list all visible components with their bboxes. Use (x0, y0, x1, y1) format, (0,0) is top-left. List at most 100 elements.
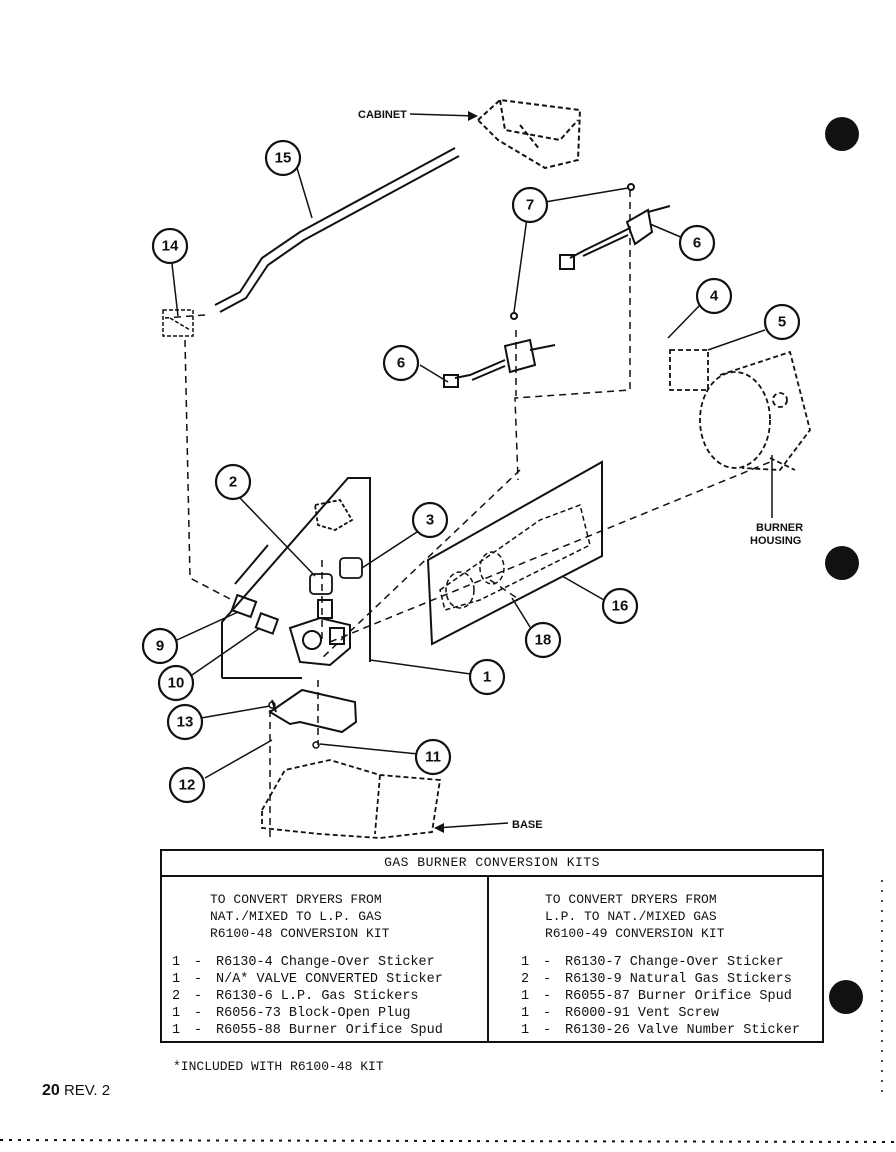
callout-18 (524, 621, 562, 659)
callout-number: 3 (426, 512, 434, 529)
item-qty: 2 (172, 989, 181, 1004)
callout-number: 2 (229, 474, 237, 491)
header-line: TO CONVERT DRYERS FROM (210, 892, 382, 907)
item-desc: R6130-26 Valve Number Sticker (565, 1023, 800, 1038)
item-desc: R6056-73 Block-Open Plug (216, 1006, 411, 1021)
callout-11 (414, 738, 452, 776)
cabinet-arrow (468, 111, 478, 121)
item-qty: 1 (521, 1023, 530, 1038)
callout-number: 16 (612, 598, 629, 615)
header-line: L.P. TO NAT./MIXED GAS (545, 909, 717, 924)
header-line: R6100-49 CONVERSION KIT (545, 926, 725, 941)
gas-valve (288, 599, 351, 667)
callout-number: 9 (156, 638, 164, 655)
callout-6a (678, 224, 716, 262)
callout-1 (468, 658, 506, 696)
list-item: 1-R6056-73 Block-Open Plug (172, 1005, 487, 1022)
callout-6b (382, 344, 420, 382)
kit-items: 1-R6130-7 Change-Over Sticker 2-R6130-9 … (489, 954, 822, 1039)
callout-number: 12 (179, 777, 196, 794)
gas-supply-tube (214, 147, 460, 313)
cabinet-label: CABINET (358, 109, 407, 121)
list-item: 1-R6130-7 Change-Over Sticker (521, 954, 822, 971)
lp-conversion-column: TO CONVERT DRYERS FROM NAT./MIXED TO L.P… (162, 877, 489, 1041)
page-number-value: 20 (42, 1082, 60, 1099)
mounting-bracket (268, 688, 358, 734)
callout-13 (166, 703, 204, 741)
footnote: *INCLUDED WITH R6100-48 KIT (173, 1059, 384, 1074)
callout-12 (168, 766, 206, 804)
item-dash: - (543, 972, 552, 987)
screw-11 (312, 741, 320, 749)
callouts (141, 139, 801, 804)
item-desc: R6055-88 Burner Orifice Spud (216, 1023, 443, 1038)
item-desc: R6130-4 Change-Over Sticker (216, 955, 435, 970)
item-qty: 1 (521, 989, 530, 1004)
item-desc: R6130-6 L.P. Gas Stickers (216, 989, 419, 1004)
list-item: 2-R6130-6 L.P. Gas Stickers (172, 988, 487, 1005)
burner-housing-label-1: BURNER (756, 522, 803, 534)
binder-holes (825, 117, 863, 1014)
list-item: 1-R6130-4 Change-Over Sticker (172, 954, 487, 971)
callout-16 (601, 587, 639, 625)
callout-4 (695, 277, 733, 315)
burner-panel (426, 460, 603, 646)
item-qty: 1 (521, 955, 530, 970)
item-qty: 1 (521, 1006, 530, 1021)
burner-tube (439, 504, 591, 611)
cabinet-leader (409, 113, 477, 117)
callout-number: 7 (526, 197, 534, 214)
header-line: R6100-48 CONVERSION KIT (210, 926, 390, 941)
item-qty: 1 (172, 1023, 181, 1038)
binder-hole (829, 980, 863, 1014)
screw-13 (268, 701, 276, 709)
list-item: 2-R6130-9 Natural Gas Stickers (521, 971, 822, 988)
callout-14 (151, 227, 189, 265)
item-dash: - (543, 955, 552, 970)
base-arrow (434, 823, 444, 833)
callout-number: 4 (710, 288, 719, 305)
burner-housing (669, 349, 811, 471)
base-label: BASE (512, 819, 543, 831)
igniter-assembly (559, 183, 671, 270)
callout-number: 6 (693, 235, 701, 252)
item-qty: 1 (172, 1006, 181, 1021)
callout-15 (264, 139, 302, 177)
pipe-fittings (230, 593, 280, 635)
kit-items: 1-R6130-4 Change-Over Sticker 1-N/A* VAL… (162, 954, 487, 1039)
callout-5 (763, 303, 801, 341)
header-line: TO CONVERT DRYERS FROM (545, 892, 717, 907)
item-desc: R6130-7 Change-Over Sticker (565, 955, 784, 970)
flame-sensor (443, 312, 556, 388)
item-desc: R6055-87 Burner Orifice Spud (565, 989, 792, 1004)
item-qty: 1 (172, 955, 181, 970)
valve-coils (309, 498, 363, 595)
callout-number: 10 (168, 675, 185, 692)
binder-hole (825, 117, 859, 151)
callout-2 (214, 463, 252, 501)
list-item: 1-R6055-87 Burner Orifice Spud (521, 988, 822, 1005)
item-dash: - (194, 972, 203, 987)
item-dash: - (543, 989, 552, 1004)
base-part (261, 759, 442, 839)
callout-leaders (171, 167, 766, 779)
item-desc: R6000-91 Vent Screw (565, 1006, 719, 1021)
callout-7 (511, 186, 549, 224)
callout-number: 15 (275, 150, 292, 167)
item-dash: - (543, 1023, 552, 1038)
base-leader (435, 822, 509, 829)
callout-number: 13 (177, 714, 194, 731)
list-item: 1-N/A* VALVE CONVERTED Sticker (172, 971, 487, 988)
table-title: GAS BURNER CONVERSION KITS (162, 851, 822, 877)
callout-9 (141, 627, 179, 665)
item-dash: - (194, 1006, 203, 1021)
callout-number: 1 (483, 669, 491, 686)
callout-10 (157, 664, 195, 702)
item-qty: 1 (172, 972, 181, 987)
header-line: NAT./MIXED TO L.P. GAS (210, 909, 382, 924)
item-dash: - (194, 989, 203, 1004)
conversion-kits-table: GAS BURNER CONVERSION KITS TO CONVERT DR… (160, 849, 824, 1043)
item-dash: - (194, 1023, 203, 1038)
binder-hole (825, 546, 859, 580)
